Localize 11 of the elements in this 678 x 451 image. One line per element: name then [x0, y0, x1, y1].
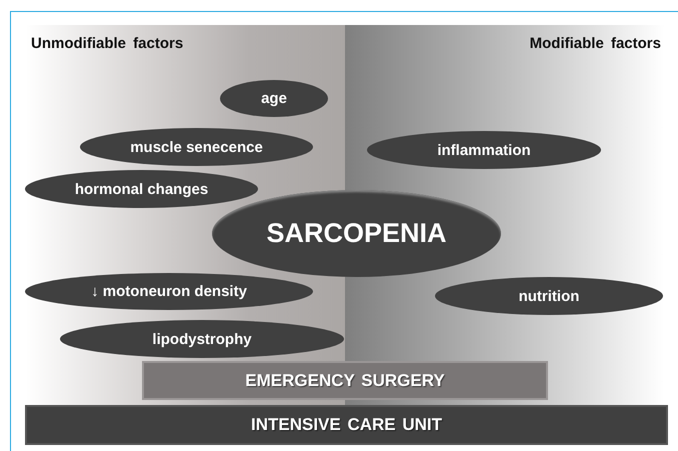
factor-ellipse: hormonal changes	[25, 170, 258, 208]
factor-ellipse: ↓ motoneuron density	[25, 273, 313, 310]
platform-bar: EMERGENCY SURGERY	[142, 361, 548, 400]
panel-heading: Modifiable factors	[530, 35, 661, 52]
base-bar: INTENSIVE CARE UNIT	[25, 405, 668, 445]
factor-ellipse: nutrition	[435, 277, 663, 315]
factor-ellipse: muscle senecence	[80, 128, 313, 166]
factor-ellipse: lipodystrophy	[60, 320, 344, 358]
panel-heading: Unmodifiable factors	[31, 35, 184, 52]
factor-ellipse: age	[220, 80, 328, 117]
factor-ellipse: inflammation	[367, 131, 601, 169]
